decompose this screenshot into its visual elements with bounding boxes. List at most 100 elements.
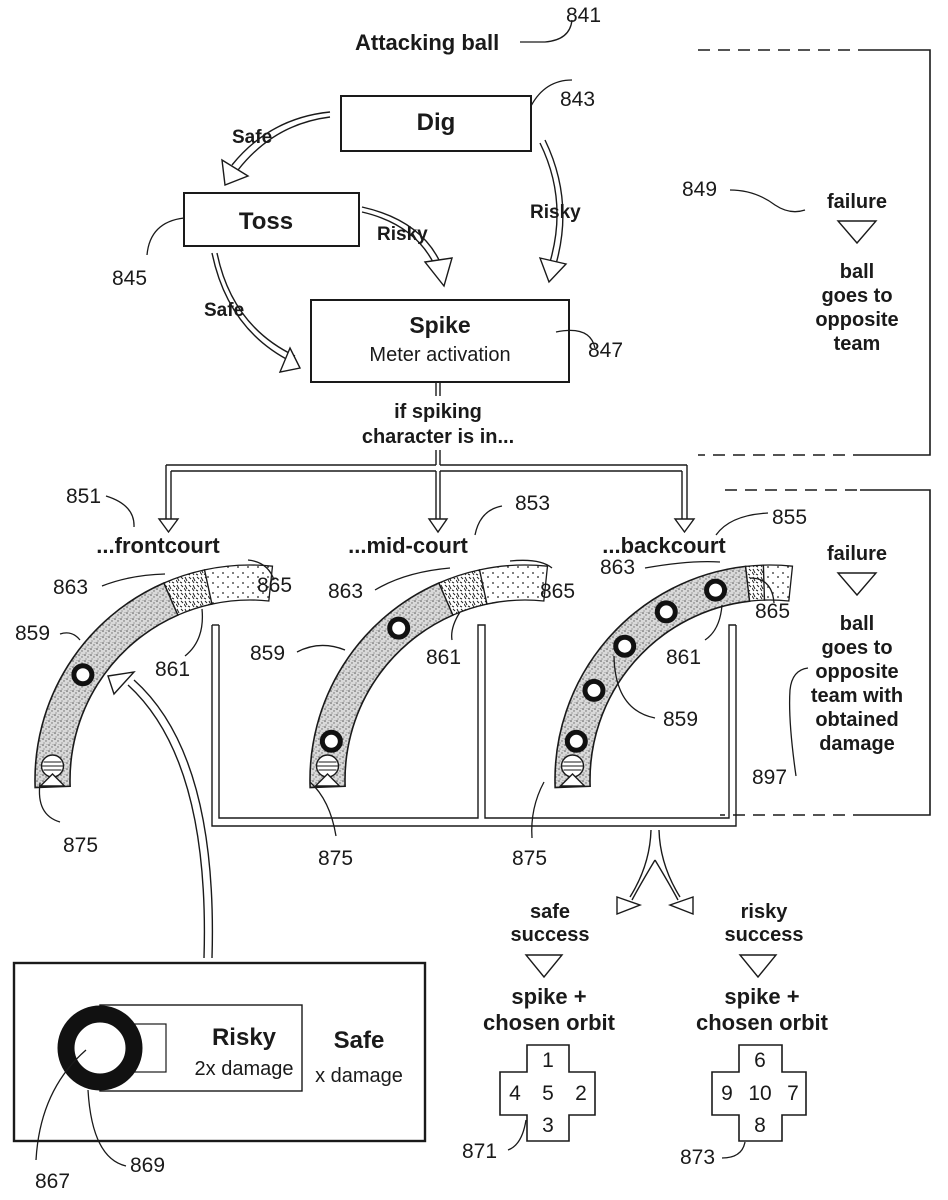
outcome-risky-line1: risky bbox=[741, 901, 789, 923]
outcome-safe-result1: spike + bbox=[511, 984, 586, 1009]
triangle-down-icon bbox=[526, 955, 562, 977]
orb-icon bbox=[390, 619, 408, 637]
leader-851 bbox=[106, 496, 134, 527]
ref-863: 863 bbox=[53, 576, 88, 599]
ref-863: 863 bbox=[600, 556, 635, 579]
ref-875: 875 bbox=[318, 847, 353, 870]
ref-865: 865 bbox=[540, 580, 575, 603]
orb-icon bbox=[657, 603, 675, 621]
ref-871: 871 bbox=[462, 1140, 497, 1163]
legend-risky-sub: 2x damage bbox=[195, 1058, 294, 1080]
orbit-safe-center[interactable]: 5 bbox=[542, 1082, 554, 1105]
node-toss[interactable]: Toss bbox=[184, 193, 359, 246]
failure-top-line: team bbox=[834, 333, 881, 355]
triangle-down-icon bbox=[838, 221, 876, 243]
orbit-safe-left[interactable]: 4 bbox=[509, 1082, 521, 1105]
orb-icon bbox=[74, 666, 92, 684]
ref-859: 859 bbox=[663, 708, 698, 731]
node-dig-label: Dig bbox=[417, 109, 456, 136]
ref-847: 847 bbox=[588, 339, 623, 362]
title-attacking-ball: Attacking ball bbox=[355, 30, 499, 55]
leader-859 bbox=[297, 645, 345, 652]
failure-bottom-line: obtained bbox=[815, 709, 898, 731]
ref-869: 869 bbox=[130, 1154, 165, 1177]
failure-bottom-title: failure bbox=[827, 543, 887, 565]
ref-875: 875 bbox=[512, 847, 547, 870]
ref-861: 861 bbox=[155, 658, 190, 681]
outcome-risky-result2: chosen orbit bbox=[696, 1010, 829, 1035]
condition-line2: character is in... bbox=[362, 426, 514, 448]
leader-871 bbox=[508, 1120, 526, 1150]
ref-845: 845 bbox=[112, 267, 147, 290]
orb-icon bbox=[585, 681, 603, 699]
edge-toss-spike-safe-label: Safe bbox=[204, 300, 244, 321]
ref-861: 861 bbox=[666, 646, 701, 669]
arrow-legend-to-meter bbox=[108, 672, 212, 958]
orbit-risky-left[interactable]: 9 bbox=[721, 1082, 733, 1105]
connector-spike-down bbox=[436, 382, 440, 396]
orb-legend-icon bbox=[66, 1014, 134, 1082]
orbit-risky-right[interactable]: 7 bbox=[787, 1082, 799, 1105]
failure-top-line: opposite bbox=[815, 309, 898, 331]
court-label-midcourt: ...mid-court bbox=[348, 533, 468, 558]
failure-bottom-line: goes to bbox=[821, 637, 892, 659]
failure-top-title: failure bbox=[827, 191, 887, 213]
leader-863 bbox=[102, 574, 165, 586]
leader-841 bbox=[520, 20, 572, 42]
orbit-risky-center[interactable]: 10 bbox=[748, 1082, 771, 1105]
leader-845 bbox=[147, 218, 184, 255]
orb-icon bbox=[616, 637, 634, 655]
legend-risky-title: Risky bbox=[212, 1024, 277, 1051]
node-dig[interactable]: Dig bbox=[341, 96, 531, 151]
node-toss-label: Toss bbox=[239, 208, 293, 235]
outcome-safe-result2: chosen orbit bbox=[483, 1010, 616, 1035]
leader-861 bbox=[452, 612, 460, 640]
outcome-risky-line2: success bbox=[725, 924, 804, 946]
node-spike-subtitle: Meter activation bbox=[369, 344, 510, 366]
ref-843: 843 bbox=[560, 88, 595, 111]
node-spike[interactable]: Spike Meter activation bbox=[311, 300, 569, 382]
orbit-risky-top[interactable]: 6 bbox=[754, 1049, 766, 1072]
ref-859: 859 bbox=[250, 642, 285, 665]
outcome-safe-line1: safe bbox=[530, 901, 570, 923]
condition-line1: if spiking bbox=[394, 401, 482, 423]
court-label-frontcourt: ...frontcourt bbox=[96, 533, 220, 558]
triangle-down-icon bbox=[838, 573, 876, 595]
outcome-safe-line2: success bbox=[511, 924, 590, 946]
ref-863: 863 bbox=[328, 580, 363, 603]
ref-855: 855 bbox=[772, 506, 807, 529]
ref-849: 849 bbox=[682, 178, 717, 201]
failure-bottom-line: damage bbox=[819, 733, 895, 755]
failure-bottom-line: team with bbox=[811, 685, 903, 707]
leader-897 bbox=[790, 668, 808, 776]
leader-873 bbox=[722, 1142, 745, 1158]
meter-safe-zone bbox=[763, 565, 792, 601]
edge-dig-toss-label: Safe bbox=[232, 127, 272, 148]
legend-safe-sub: x damage bbox=[315, 1065, 403, 1087]
leader-855 bbox=[716, 513, 768, 535]
orbit-safe-right[interactable]: 2 bbox=[575, 1082, 587, 1105]
orbit-risky-bottom[interactable]: 8 bbox=[754, 1114, 766, 1137]
failure-bottom-line: ball bbox=[840, 613, 874, 635]
orb-icon bbox=[707, 581, 725, 599]
leader-859 bbox=[60, 633, 80, 640]
court-label-backcourt: ...backcourt bbox=[602, 533, 726, 558]
arrow-outcome-split bbox=[617, 830, 693, 914]
outcome-risky-result1: spike + bbox=[724, 984, 799, 1009]
orb-icon bbox=[322, 732, 340, 750]
branch-distributor bbox=[159, 450, 694, 532]
court-meters bbox=[35, 565, 792, 788]
ref-867: 867 bbox=[35, 1170, 70, 1193]
edge-toss-spike-risky-label: Risky bbox=[377, 224, 428, 245]
node-spike-title: Spike bbox=[409, 312, 470, 338]
orbit-safe-top[interactable]: 1 bbox=[542, 1049, 554, 1072]
ref-859: 859 bbox=[15, 622, 50, 645]
failure-top-line: goes to bbox=[821, 285, 892, 307]
meter-safe-zone bbox=[480, 565, 548, 604]
failure-bottom-line: opposite bbox=[815, 661, 898, 683]
failure-top-line: ball bbox=[840, 261, 874, 283]
ref-853: 853 bbox=[515, 492, 550, 515]
orbit-safe-bottom[interactable]: 3 bbox=[542, 1114, 554, 1137]
ref-861: 861 bbox=[426, 646, 461, 669]
